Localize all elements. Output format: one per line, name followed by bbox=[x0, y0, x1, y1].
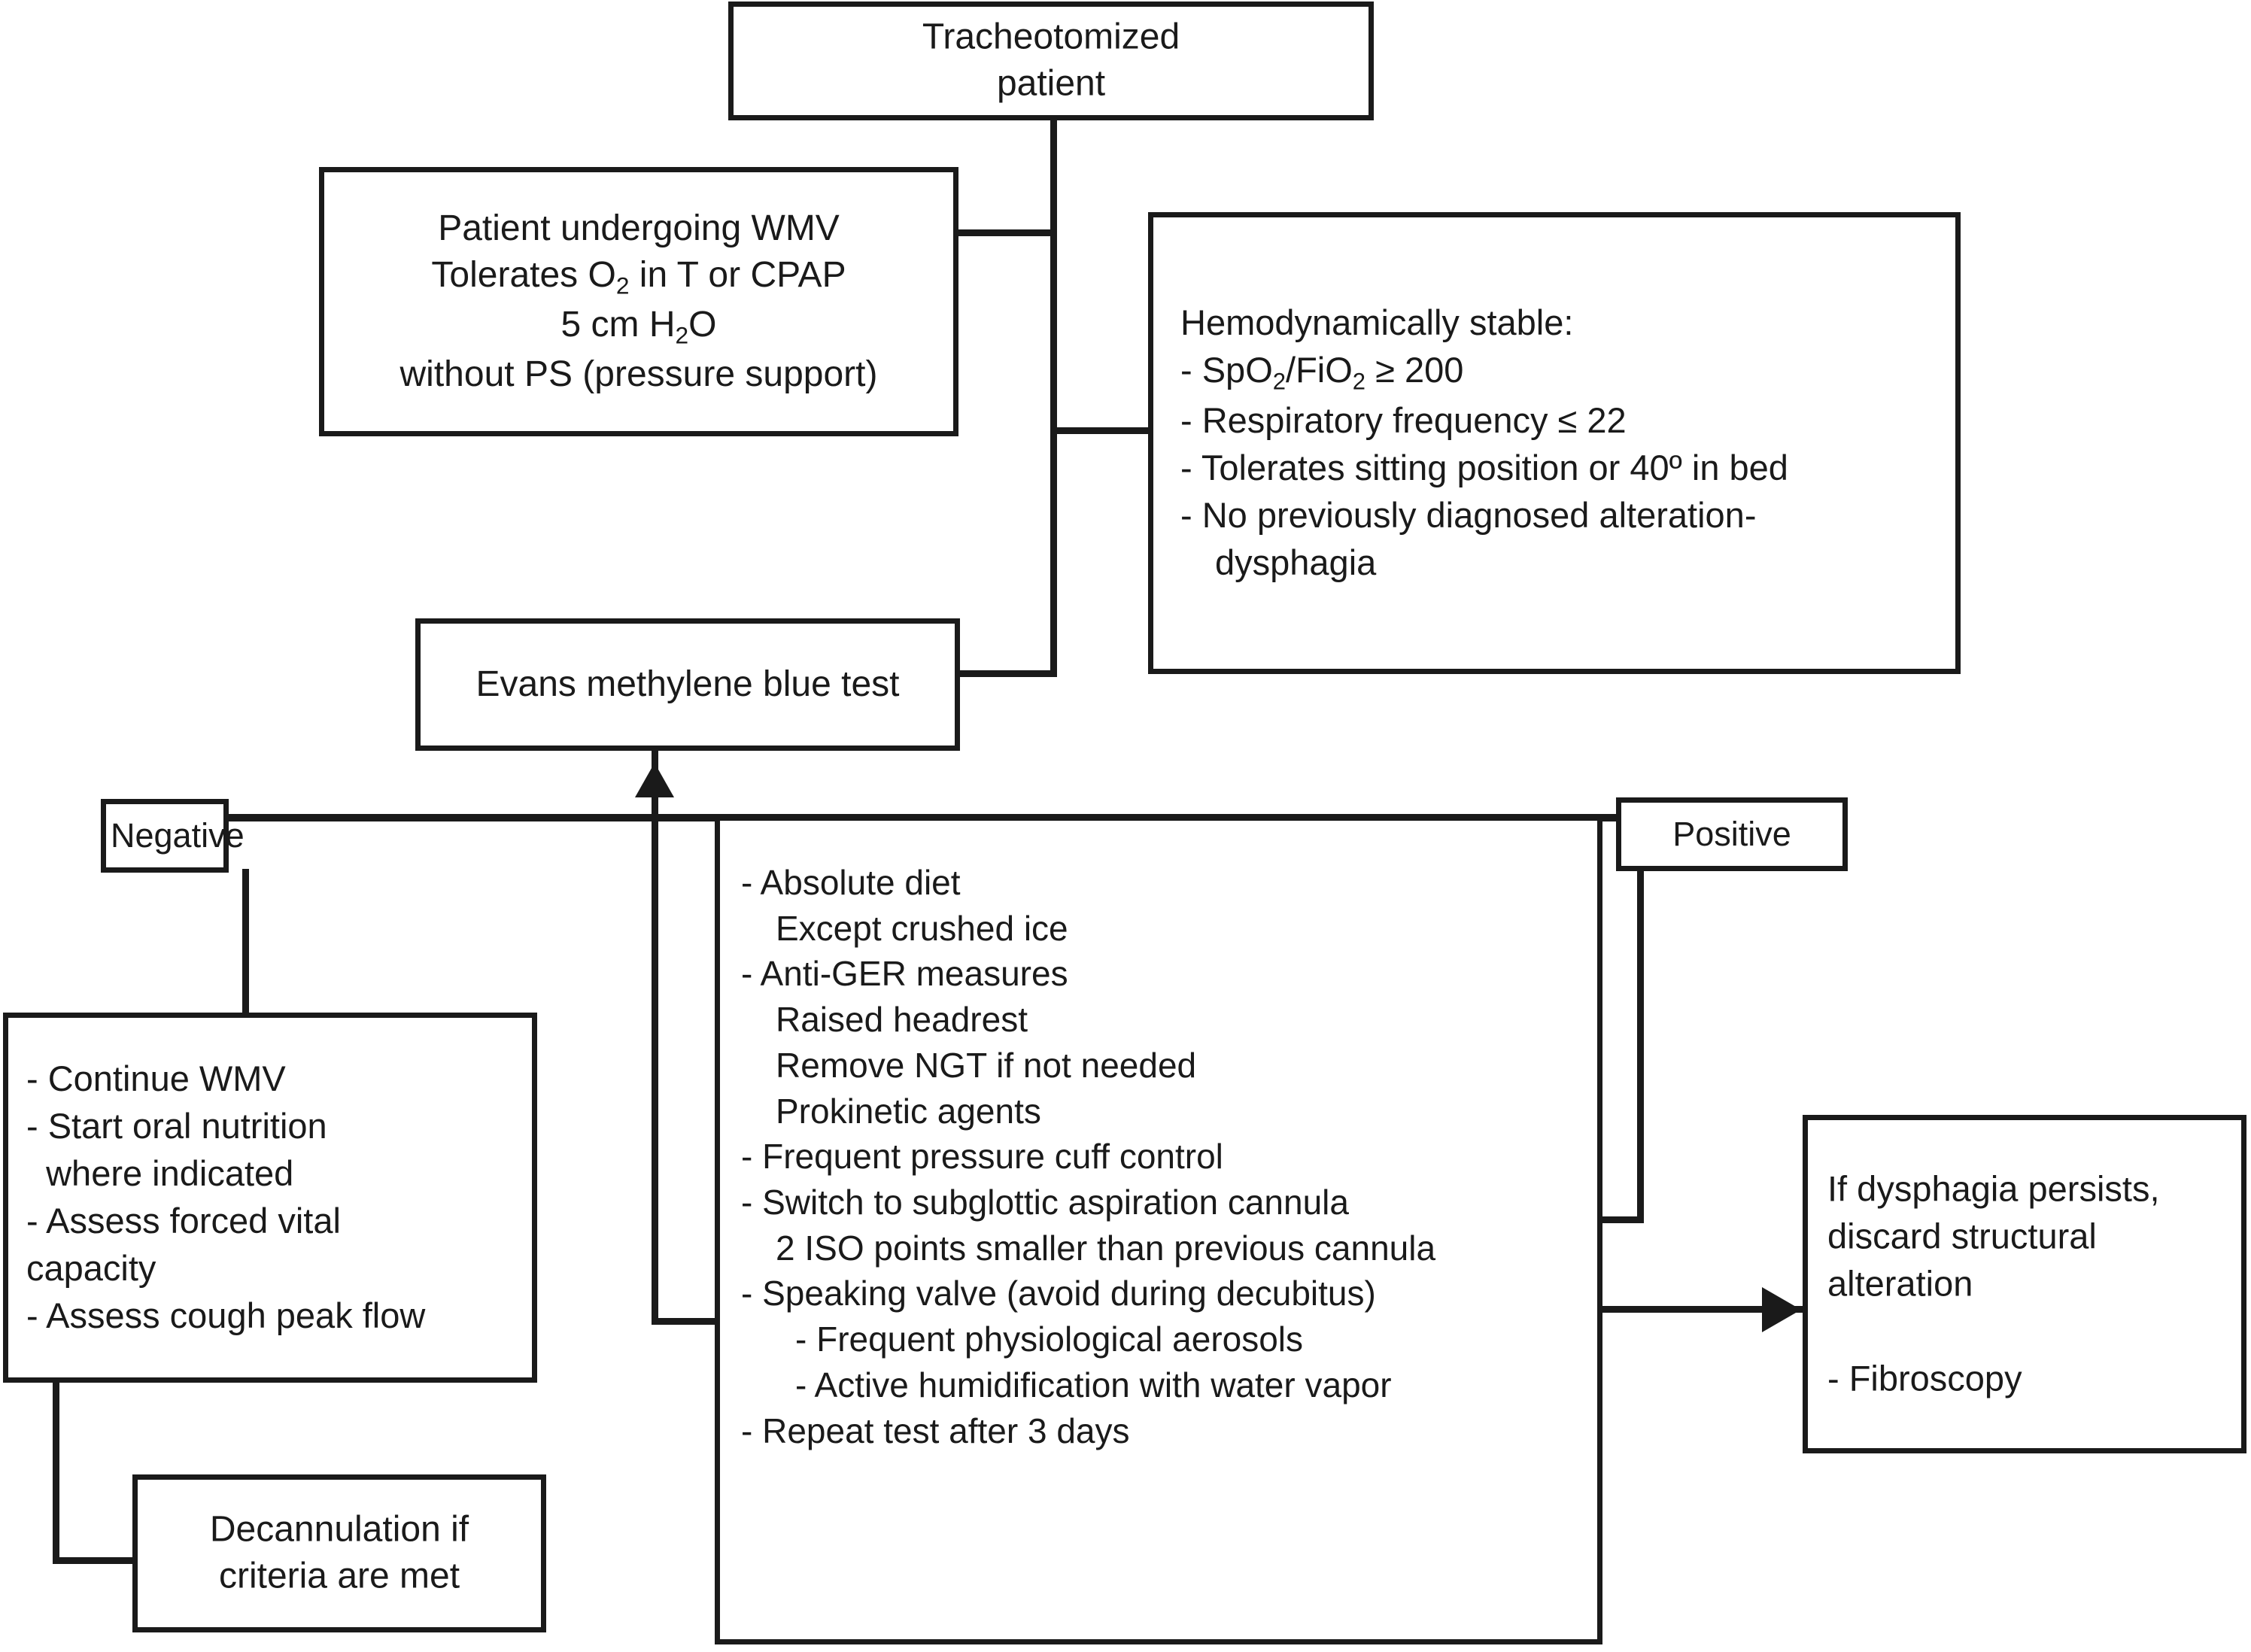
negative-label: Negative bbox=[111, 815, 245, 855]
node-tracheotomized-patient[interactable]: Tracheotomized patient bbox=[728, 2, 1374, 120]
node-hemodynamic-criteria[interactable]: Hemodynamically stable: - SpO2/FiO2 ≥ 20… bbox=[1148, 212, 1961, 674]
connector-feedback-arrowhead bbox=[635, 763, 674, 797]
hemo-item-1-a: - SpO bbox=[1180, 350, 1273, 390]
decannulation-line-2: criteria are met bbox=[218, 1556, 460, 1596]
pos-item-12: - Active humidification with water vapor bbox=[795, 1365, 1392, 1405]
pos-item-1: - Absolute diet bbox=[741, 863, 961, 902]
line-2: patient bbox=[996, 64, 1106, 104]
connector-trunk-to-hemodynamic bbox=[1050, 427, 1151, 434]
dysphagia-line-1: If dysphagia persists, bbox=[1827, 1168, 2160, 1209]
hemo-item-1-sub1: 2 bbox=[1272, 368, 1287, 395]
node-persistent-dysphagia-text: If dysphagia persists, discard structura… bbox=[1808, 1166, 2241, 1403]
dysphagia-line-4: - Fibroscopy bbox=[1827, 1358, 2022, 1398]
hemo-item-2: - Respiratory frequency ≤ 22 bbox=[1180, 399, 1627, 440]
node-decannulation[interactable]: Decannulation if criteria are met bbox=[132, 1474, 546, 1632]
node-evans-test[interactable]: Evans methylene blue test bbox=[415, 618, 960, 751]
neg-item-6: - Assess cough peak flow bbox=[26, 1295, 426, 1335]
node-positive[interactable]: Positive bbox=[1616, 797, 1848, 871]
node-negative[interactable]: Negative bbox=[101, 799, 245, 873]
node-hemodynamic-criteria-text: Hemodynamically stable: - SpO2/FiO2 ≥ 20… bbox=[1153, 299, 1955, 587]
pos-item-4: Raised headrest bbox=[776, 1000, 1028, 1040]
hemo-item-4: - No previously diagnosed alteration- bbox=[1180, 494, 1757, 535]
node-wmv-criteria[interactable]: Patient undergoing WMV Tolerates O2 in T… bbox=[319, 167, 958, 436]
wmv-line-4: without PS (pressure support) bbox=[399, 354, 878, 394]
neg-item-1: - Continue WMV bbox=[26, 1058, 286, 1099]
wmv-line-1: Patient undergoing WMV bbox=[438, 208, 840, 248]
connector-trunk-vertical bbox=[1050, 119, 1057, 677]
pos-item-3: - Anti-GER measures bbox=[741, 954, 1068, 994]
connector-actions-down bbox=[53, 1381, 59, 1563]
connector-positive-into-treatment bbox=[1598, 1216, 1644, 1223]
hemo-item-4-cont: dysphagia bbox=[1215, 542, 1377, 582]
connector-treatment-to-dysphagia bbox=[1599, 1306, 1807, 1313]
line-1: Tracheotomized bbox=[922, 17, 1180, 57]
wmv-line-3-b: O bbox=[688, 305, 717, 345]
evans-label: Evans methylene blue test bbox=[475, 664, 900, 704]
node-tracheotomized-patient-text: Tracheotomized patient bbox=[734, 14, 1369, 108]
hemo-item-3: - Tolerates sitting position or 40º in b… bbox=[1180, 447, 1788, 487]
wmv-line-3: 5 cm H2O bbox=[338, 302, 940, 351]
dysphagia-line-3: alteration bbox=[1827, 1263, 1973, 1304]
wmv-line-2-b: in T or CPAP bbox=[629, 255, 846, 296]
dysphagia-line-2: discard structural bbox=[1827, 1216, 2097, 1256]
connector-trunk-to-evans bbox=[957, 670, 1056, 677]
pos-item-9: 2 ISO points smaller than previous cannu… bbox=[776, 1228, 1436, 1268]
node-negative-actions[interactable]: - Continue WMV - Start oral nutrition wh… bbox=[3, 1013, 537, 1383]
dysphagia-spacer bbox=[1827, 1307, 2222, 1355]
node-negative-actions-text: - Continue WMV - Start oral nutrition wh… bbox=[8, 1055, 532, 1340]
pos-item-2: Except crushed ice bbox=[776, 908, 1068, 948]
pos-item-10: - Speaking valve (avoid during decubitus… bbox=[741, 1274, 1376, 1313]
pos-item-13: - Repeat test after 3 days bbox=[741, 1411, 1130, 1450]
positive-label: Positive bbox=[1672, 814, 1791, 853]
node-positive-actions[interactable]: - Absolute diet Except crushed ice - Ant… bbox=[715, 815, 1602, 1644]
wmv-line-2-a: Tolerates O bbox=[431, 255, 616, 296]
wmv-line-3-sub: 2 bbox=[675, 321, 689, 349]
neg-item-3: where indicated bbox=[26, 1153, 294, 1194]
neg-item-5: capacity bbox=[26, 1247, 156, 1288]
node-decannulation-text: Decannulation if criteria are met bbox=[138, 1507, 541, 1601]
pos-item-6: Prokinetic agents bbox=[776, 1091, 1041, 1131]
hemo-item-1-c: ≥ 200 bbox=[1365, 350, 1464, 390]
wmv-line-2: Tolerates O2 in T or CPAP bbox=[338, 252, 940, 302]
node-persistent-dysphagia[interactable]: If dysphagia persists, discard structura… bbox=[1803, 1115, 2246, 1453]
node-wmv-criteria-text: Patient undergoing WMV Tolerates O2 in T… bbox=[324, 205, 953, 398]
connector-dysphagia-arrowhead bbox=[1762, 1287, 1801, 1332]
connector-actions-to-decannulation bbox=[53, 1557, 135, 1564]
connector-positive-down bbox=[1637, 869, 1644, 1222]
wmv-line-2-sub: 2 bbox=[615, 272, 630, 299]
hemo-item-1-b: /FiO bbox=[1286, 350, 1353, 390]
connector-trunk-to-wmv bbox=[957, 229, 1055, 236]
node-positive-text: Positive bbox=[1621, 812, 1842, 857]
hemo-heading: Hemodynamically stable: bbox=[1180, 302, 1574, 343]
decannulation-line-1: Decannulation if bbox=[209, 1509, 469, 1550]
node-evans-test-text: Evans methylene blue test bbox=[421, 661, 955, 708]
pos-item-11: - Frequent physiological aerosols bbox=[795, 1319, 1304, 1359]
node-positive-actions-text: - Absolute diet Except crushed ice - Ant… bbox=[720, 821, 1597, 1453]
wmv-line-3-a: 5 cm H bbox=[560, 305, 676, 345]
neg-item-2: - Start oral nutrition bbox=[26, 1106, 327, 1146]
pos-item-7: - Frequent pressure cuff control bbox=[741, 1137, 1223, 1177]
node-negative-text: Negative bbox=[106, 814, 245, 858]
connector-negative-to-actions bbox=[242, 869, 249, 1016]
hemo-item-1-sub2: 2 bbox=[1352, 368, 1366, 395]
connector-feedback-vertical bbox=[652, 797, 658, 1324]
hemo-item-1: - SpO2/FiO2 ≥ 200 bbox=[1180, 347, 1928, 397]
pos-item-5: Remove NGT if not needed bbox=[776, 1045, 1197, 1085]
pos-item-8: - Switch to subglottic aspiration cannul… bbox=[741, 1183, 1349, 1222]
connector-feedback-horizontal bbox=[652, 1318, 719, 1325]
neg-item-4: - Assess forced vital bbox=[26, 1201, 341, 1241]
